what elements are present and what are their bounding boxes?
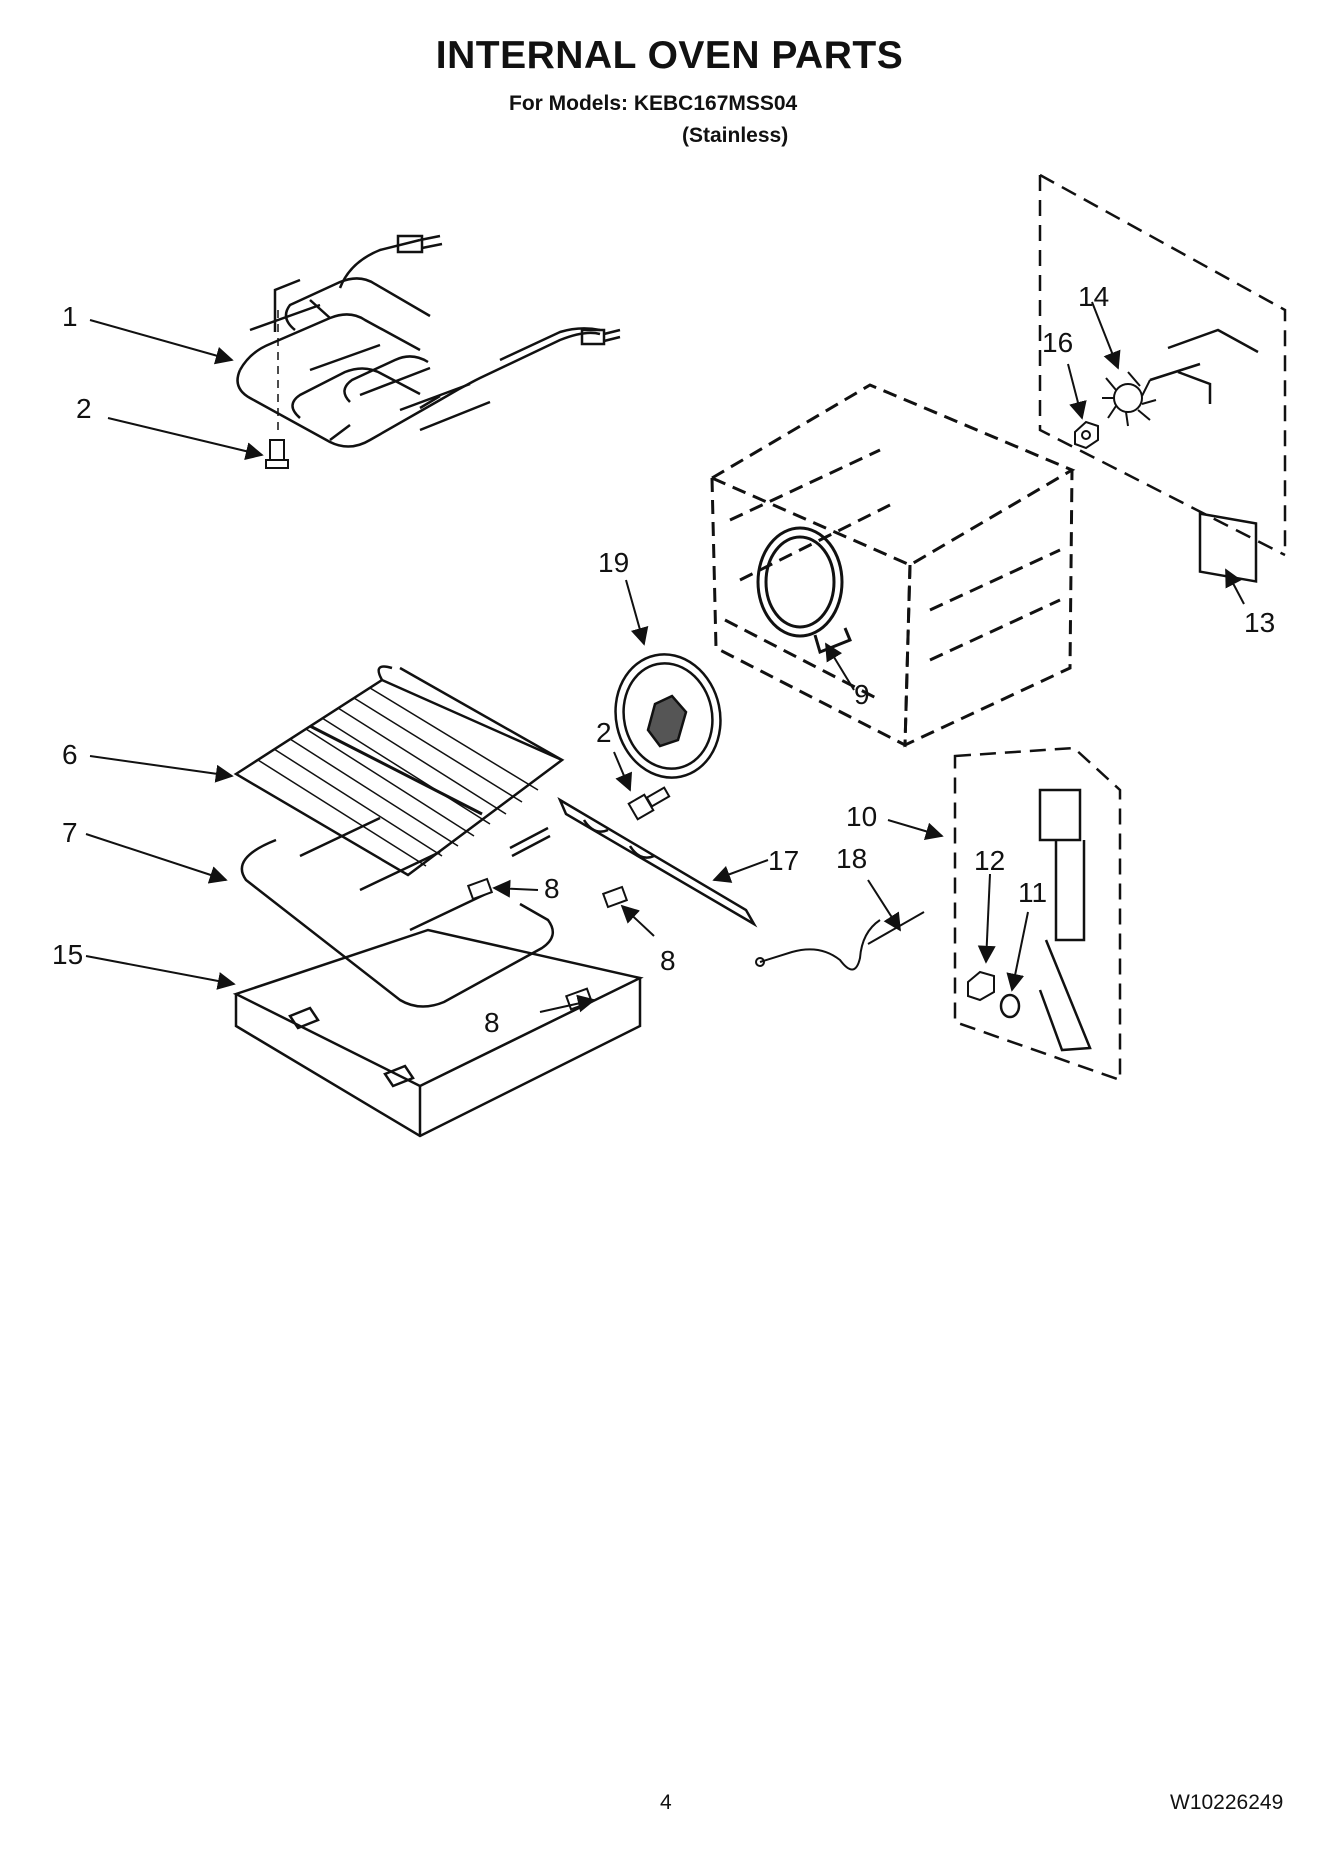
fan-motor: [1149, 328, 1259, 583]
callout-labels: 1 2 2 6 7 8 8 8 9 10 11 12 13 14 15 16 1…: [52, 281, 1275, 1038]
callout-7: 7: [62, 817, 78, 848]
door-latch: [1038, 788, 1092, 1052]
oven-rack: [233, 665, 565, 877]
callout-17: 17: [768, 845, 799, 876]
broil-element: [236, 234, 621, 448]
fan-nut: [1074, 420, 1099, 450]
leader-lines: [85, 301, 1245, 1013]
screw-2-lower: [627, 786, 671, 821]
callout-19: 19: [598, 547, 629, 578]
callout-2-lower: 2: [596, 717, 612, 748]
callout-10: 10: [846, 801, 877, 832]
callout-16: 16: [1042, 327, 1073, 358]
document-number: W10226249: [1170, 1791, 1284, 1814]
callout-15: 15: [52, 939, 83, 970]
convection-baffle: [614, 653, 722, 779]
callout-8-c: 8: [484, 1007, 500, 1038]
oven-rack-wires: [257, 687, 539, 867]
bracket-17: [557, 796, 758, 928]
bake-element-cover: [232, 928, 644, 1138]
callout-8-a: 8: [544, 873, 560, 904]
page-title: INTERNAL OVEN PARTS: [435, 34, 904, 77]
models-line: For Models: KEBC167MSS04: [509, 92, 798, 115]
page-number: 4: [660, 1791, 672, 1814]
callout-8-b: 8: [660, 945, 676, 976]
temperature-sensor: [755, 911, 925, 971]
callout-12: 12: [974, 845, 1005, 876]
callout-13: 13: [1244, 607, 1275, 638]
callout-1: 1: [62, 301, 78, 332]
fan-blade: [1102, 371, 1157, 427]
callout-11: 11: [1018, 877, 1047, 908]
oven-cavity: [708, 383, 1076, 748]
callout-9: 9: [854, 679, 870, 710]
bake-element: [240, 816, 555, 1008]
latch-washer: [999, 993, 1021, 1019]
fan-assembly-box: [1038, 173, 1287, 557]
callout-14: 14: [1078, 281, 1109, 312]
callout-18: 18: [836, 843, 867, 874]
door-latch-box: [953, 746, 1122, 1082]
latch-nut: [967, 970, 995, 1002]
finish-line: (Stainless): [682, 124, 789, 147]
callout-6: 6: [62, 739, 78, 770]
callout-2-top: 2: [76, 393, 92, 424]
screw-2-top: [265, 439, 289, 469]
